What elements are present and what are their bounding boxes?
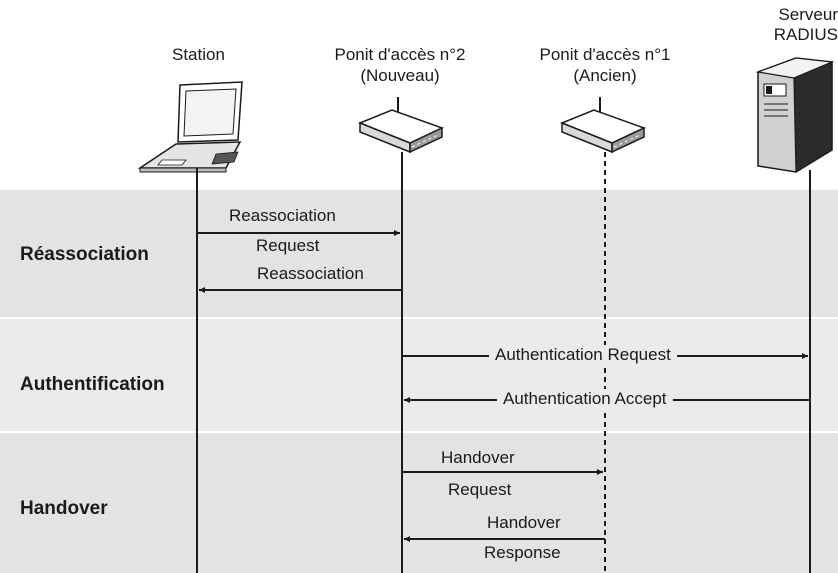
actor-label-ap1-name: Ponit d'accès n°1 [539, 45, 671, 64]
actor-label-radius-sub: RADIUS [773, 25, 838, 44]
actor-label-radius-name: Serveur [778, 5, 838, 24]
actor-label-ap1-sub: (Ancien) [573, 66, 637, 85]
message-label-handover-response: Handover [487, 513, 561, 532]
phase-label-authentication: Authentification [20, 374, 165, 395]
actor-label-ap1: Ponit d'accès n°1 (Ancien) [525, 44, 685, 86]
message-label-authentication-request: Authentication Request [489, 345, 677, 365]
access-point-icon [559, 97, 646, 154]
actor-label-ap2-sub: (Nouveau) [360, 66, 440, 85]
message-label-reassociation-request: Reassociation [229, 206, 336, 225]
message-label-reassociation-request-2: Request [256, 236, 320, 255]
actor-label-station: Station [172, 45, 225, 64]
message-label-authentication-accept: Authentication Accept [497, 389, 673, 409]
phase-label-handover: Handover [20, 498, 108, 519]
server-tower-icon [755, 57, 835, 174]
phase-label-reassociation: Réassociation [20, 244, 149, 265]
access-point-icon [357, 97, 444, 154]
laptop-icon [137, 81, 243, 173]
message-label-handover-response-2: Response [484, 543, 561, 562]
actor-label-ap2: Ponit d'accès n°2 (Nouveau) [320, 44, 480, 86]
message-label-handover-request-2: Request [448, 480, 512, 499]
phase-band-reassociation [0, 190, 838, 317]
message-label-reassociation-response: Reassociation [257, 264, 364, 283]
message-label-handover-request: Handover [441, 448, 515, 467]
phase-band-handover [0, 433, 838, 573]
phase-band-authentication [0, 319, 838, 431]
actor-label-ap2-name: Ponit d'accès n°2 [334, 45, 466, 64]
actor-label-radius: Serveur RADIUS [748, 5, 838, 45]
